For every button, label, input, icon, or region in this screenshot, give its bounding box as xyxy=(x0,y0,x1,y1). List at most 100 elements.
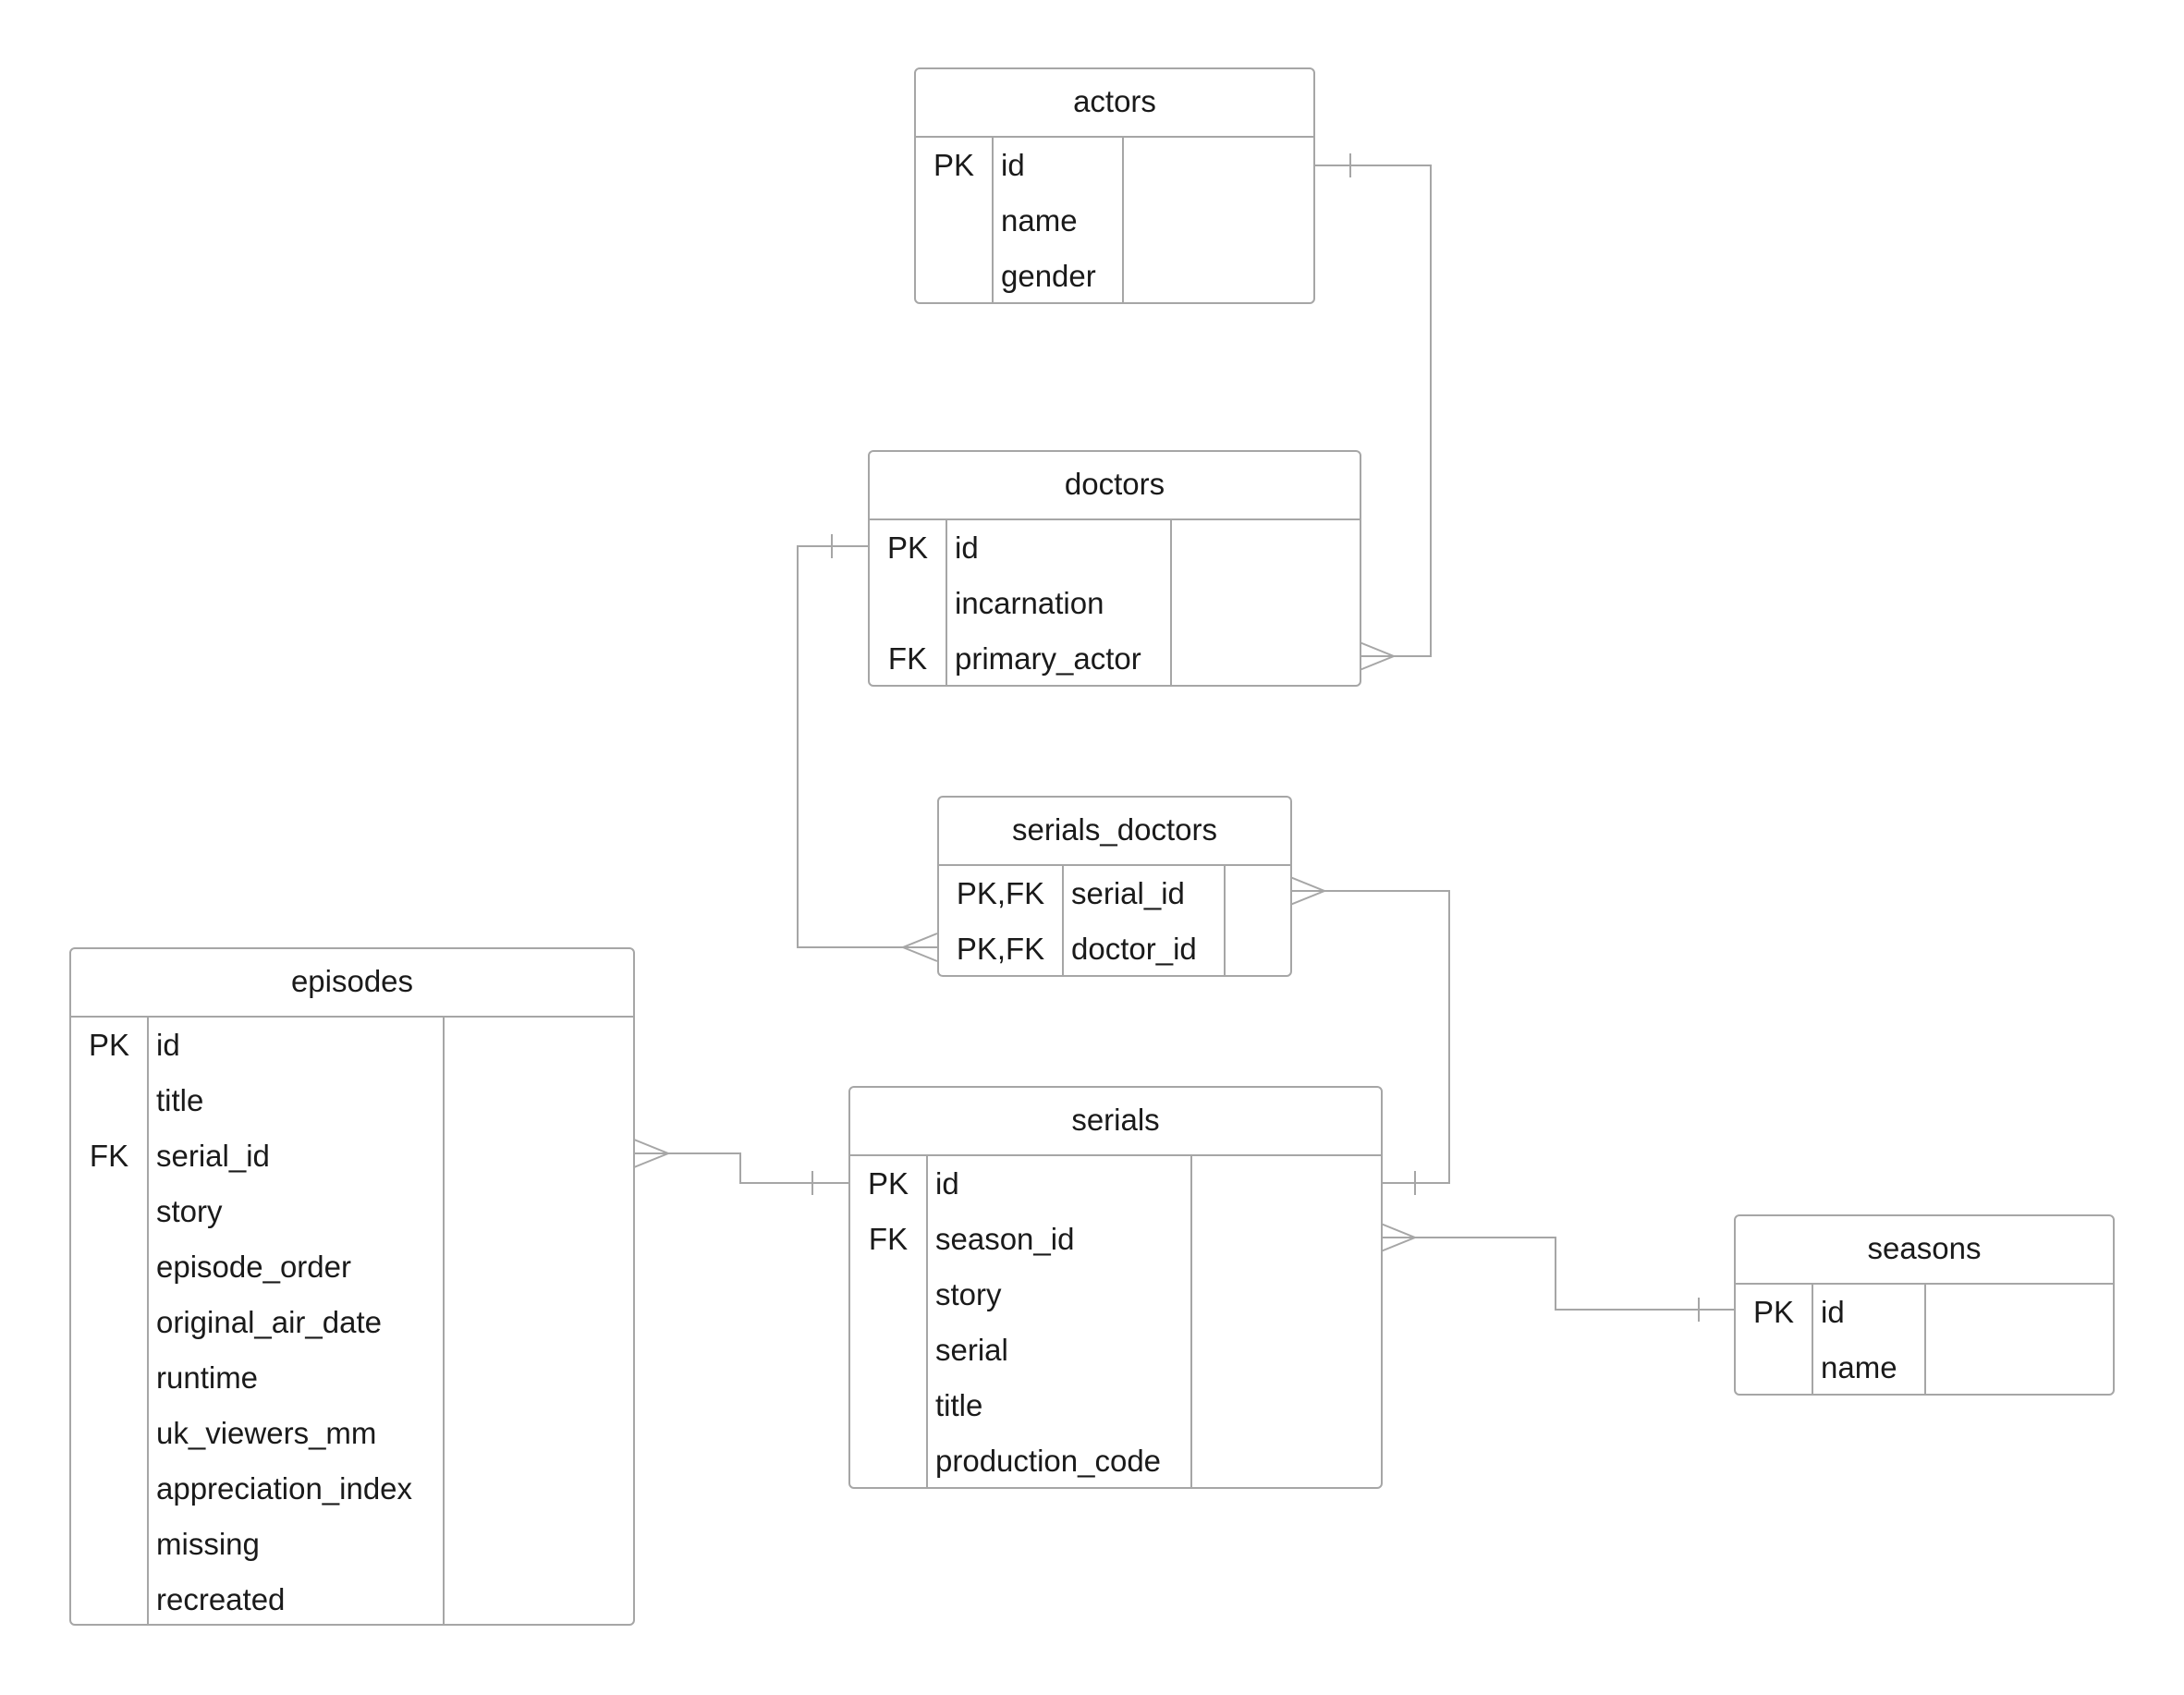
key-marker xyxy=(870,576,946,631)
field-row: uk_viewers_mm xyxy=(71,1406,633,1461)
value-column-divider xyxy=(1190,1156,1192,1487)
value-column-divider xyxy=(1170,520,1172,685)
field-row: serial xyxy=(850,1323,1381,1378)
relation-actors-doctors xyxy=(1315,153,1432,671)
field-row: incarnation xyxy=(870,576,1360,631)
key-marker: PK xyxy=(886,530,929,565)
field-row: runtime xyxy=(71,1350,633,1406)
key-marker xyxy=(850,1267,926,1323)
field-list: PK id title FK serial_id story episode_o… xyxy=(71,1018,633,1624)
field-list: PK,FK serial_id PK,FK doctor_id xyxy=(939,866,1290,975)
field-list: PK id FK season_id story serial title xyxy=(850,1156,1381,1487)
field-name: original_air_date xyxy=(156,1305,383,1339)
field-name: id xyxy=(955,530,979,565)
key-marker xyxy=(71,1350,147,1406)
field-name: incarnation xyxy=(955,586,1104,620)
field-name: serial xyxy=(935,1333,1008,1367)
key-marker xyxy=(71,1517,147,1572)
entity-title: serials xyxy=(850,1088,1381,1156)
field-row: gender xyxy=(916,249,1313,302)
many-marker xyxy=(1380,1223,1418,1252)
field-name: episode_order xyxy=(156,1250,351,1284)
field-row: original_air_date xyxy=(71,1295,633,1350)
field-row: title xyxy=(71,1073,633,1128)
entity-actors[interactable]: actors PK id name gender xyxy=(914,67,1315,304)
entity-episodes[interactable]: episodes PK id title FK serial_id story xyxy=(69,947,635,1626)
field-name: doctor_id xyxy=(1071,932,1197,966)
key-marker: FK xyxy=(887,641,928,676)
key-marker xyxy=(71,1406,147,1461)
entity-title: episodes xyxy=(71,949,633,1018)
key-marker: FK xyxy=(868,1222,909,1256)
field-name: serial_id xyxy=(156,1139,270,1173)
key-marker xyxy=(850,1323,926,1378)
key-marker: PK xyxy=(88,1028,130,1062)
entity-title: actors xyxy=(916,69,1313,138)
relation-seasons-serials xyxy=(1380,1223,1734,1322)
field-name: gender xyxy=(1001,259,1096,293)
key-marker xyxy=(71,1239,147,1295)
relation-serials-serials-doctors xyxy=(1289,876,1450,1195)
field-name: story xyxy=(935,1277,1002,1311)
field-name: serial_id xyxy=(1071,876,1185,910)
entity-doctors[interactable]: doctors PK id incarnation FK primary_act… xyxy=(868,450,1361,687)
entity-serials-doctors[interactable]: serials_doctors PK,FK serial_id PK,FK do… xyxy=(937,796,1292,977)
entity-serials[interactable]: serials PK id FK season_id story serial xyxy=(848,1086,1383,1489)
key-column-divider xyxy=(147,1018,149,1624)
key-column-divider xyxy=(992,138,994,302)
key-marker: PK xyxy=(1752,1295,1795,1329)
field-name: title xyxy=(935,1388,983,1422)
field-list: PK id name gender xyxy=(916,138,1313,302)
key-marker xyxy=(71,1073,147,1128)
key-marker: PK,FK xyxy=(956,876,1045,910)
field-list: PK id name xyxy=(1736,1285,2113,1394)
key-marker xyxy=(71,1572,147,1624)
key-marker xyxy=(71,1184,147,1239)
field-name: story xyxy=(156,1194,223,1228)
key-marker: FK xyxy=(89,1139,129,1173)
field-list: PK id incarnation FK primary_actor xyxy=(870,520,1360,685)
field-row: name xyxy=(1736,1340,2113,1394)
value-column-divider xyxy=(1122,138,1124,302)
entity-seasons[interactable]: seasons PK id name xyxy=(1734,1214,2115,1396)
field-name: name xyxy=(1821,1350,1897,1384)
value-column-divider xyxy=(443,1018,445,1624)
key-marker: PK,FK xyxy=(956,932,1045,966)
field-name: appreciation_index xyxy=(156,1471,413,1506)
field-name: id xyxy=(1001,148,1025,182)
field-row: story xyxy=(71,1184,633,1239)
field-name: primary_actor xyxy=(955,641,1141,676)
field-row: FK primary_actor xyxy=(870,631,1360,685)
field-row: title xyxy=(850,1378,1381,1433)
field-row: recreated xyxy=(71,1572,633,1624)
key-column-divider xyxy=(926,1156,928,1487)
field-row: FK serial_id xyxy=(71,1128,633,1184)
field-name: name xyxy=(1001,203,1078,238)
relation-serials-episodes xyxy=(633,1139,848,1195)
relation-doctors-serials-doctors xyxy=(797,534,938,962)
many-marker xyxy=(900,933,938,962)
field-name: runtime xyxy=(156,1360,259,1395)
key-marker: PK xyxy=(933,148,975,182)
field-row: PK id xyxy=(916,138,1313,193)
key-marker xyxy=(1736,1340,1812,1394)
field-row: missing xyxy=(71,1517,633,1572)
field-name: id xyxy=(156,1028,180,1062)
field-row: production_code xyxy=(850,1433,1381,1487)
key-marker xyxy=(916,193,992,249)
field-name: id xyxy=(935,1166,959,1201)
key-column-divider xyxy=(1062,866,1064,975)
field-name: recreated xyxy=(156,1582,286,1616)
field-row: appreciation_index xyxy=(71,1461,633,1517)
many-marker xyxy=(1289,876,1327,906)
field-row: PK id xyxy=(1736,1285,2113,1340)
key-marker xyxy=(850,1433,926,1487)
field-name: uk_viewers_mm xyxy=(156,1416,377,1450)
many-marker xyxy=(1359,641,1397,671)
field-name: id xyxy=(1821,1295,1845,1329)
field-row: PK id xyxy=(71,1018,633,1073)
entity-title: doctors xyxy=(870,452,1360,520)
field-row: episode_order xyxy=(71,1239,633,1295)
field-row: PK,FK doctor_id xyxy=(939,921,1290,975)
